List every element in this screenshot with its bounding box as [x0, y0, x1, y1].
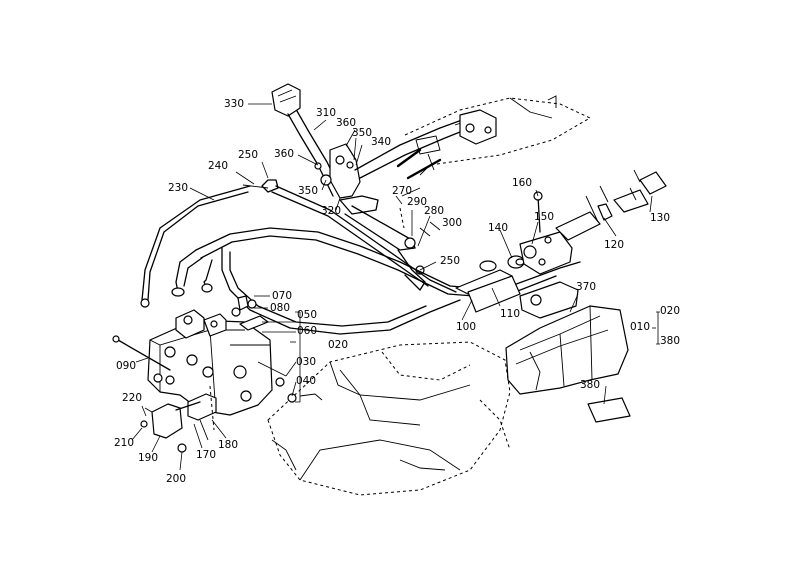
- callout-320: 320: [321, 205, 342, 217]
- callout-110: 110: [500, 308, 521, 320]
- callout-250: 250: [238, 149, 259, 161]
- callout-080: 080: [270, 302, 291, 314]
- callout-040: 040: [296, 375, 317, 387]
- callout-280: 280: [424, 205, 445, 217]
- callout-300: 300: [442, 217, 463, 229]
- callout-070: 070: [272, 290, 293, 302]
- callout-150: 150: [534, 211, 555, 223]
- plate-icon: [587, 397, 631, 423]
- callout-060: 060: [297, 325, 318, 337]
- callout-050: 050: [297, 309, 318, 321]
- callout-180: 180: [218, 439, 239, 451]
- callout-310: 310: [316, 107, 337, 119]
- callout-290: 290: [407, 196, 428, 208]
- callout-140: 140: [488, 222, 509, 234]
- callout-030: 030: [296, 356, 317, 368]
- callout-250-b: 250: [440, 255, 461, 267]
- callout-380: 380: [580, 379, 601, 391]
- callout-090: 090: [116, 360, 137, 372]
- cylinder-icon: [455, 169, 667, 319]
- callout-200: 200: [166, 473, 187, 485]
- callout-130: 130: [650, 212, 671, 224]
- callout-170: 170: [196, 449, 217, 461]
- callout-370: 370: [576, 281, 597, 293]
- callout-100: 100: [456, 321, 477, 333]
- valve-block-icon: [112, 295, 323, 416]
- lever-assembly: [242, 83, 497, 291]
- callout-340: 340: [371, 136, 392, 148]
- tractor-body-outline: [267, 341, 511, 496]
- callout-020-b: 020: [660, 305, 681, 317]
- callout-010: 010: [630, 321, 651, 333]
- callout-120: 120: [604, 239, 625, 251]
- callout-350-b: 350: [298, 185, 319, 197]
- callout-350: 350: [352, 127, 373, 139]
- callout-330: 330: [224, 98, 245, 110]
- seat-cover-icon: [505, 305, 629, 395]
- callout-360-b: 360: [274, 148, 295, 160]
- callout-210: 210: [114, 437, 135, 449]
- callout-220: 220: [122, 392, 143, 404]
- bracket-icon: [140, 385, 217, 453]
- callout-240: 240: [208, 160, 229, 172]
- callout-190: 190: [138, 452, 159, 464]
- rods-and-cable: [140, 185, 581, 335]
- callout-020: 020: [328, 339, 349, 351]
- callout-160: 160: [512, 177, 533, 189]
- leader-lines: [131, 103, 660, 471]
- callout-360: 360: [336, 117, 357, 129]
- callout-270: 270: [392, 185, 413, 197]
- callout-230: 230: [168, 182, 189, 194]
- callout-380-b: 380: [660, 335, 681, 347]
